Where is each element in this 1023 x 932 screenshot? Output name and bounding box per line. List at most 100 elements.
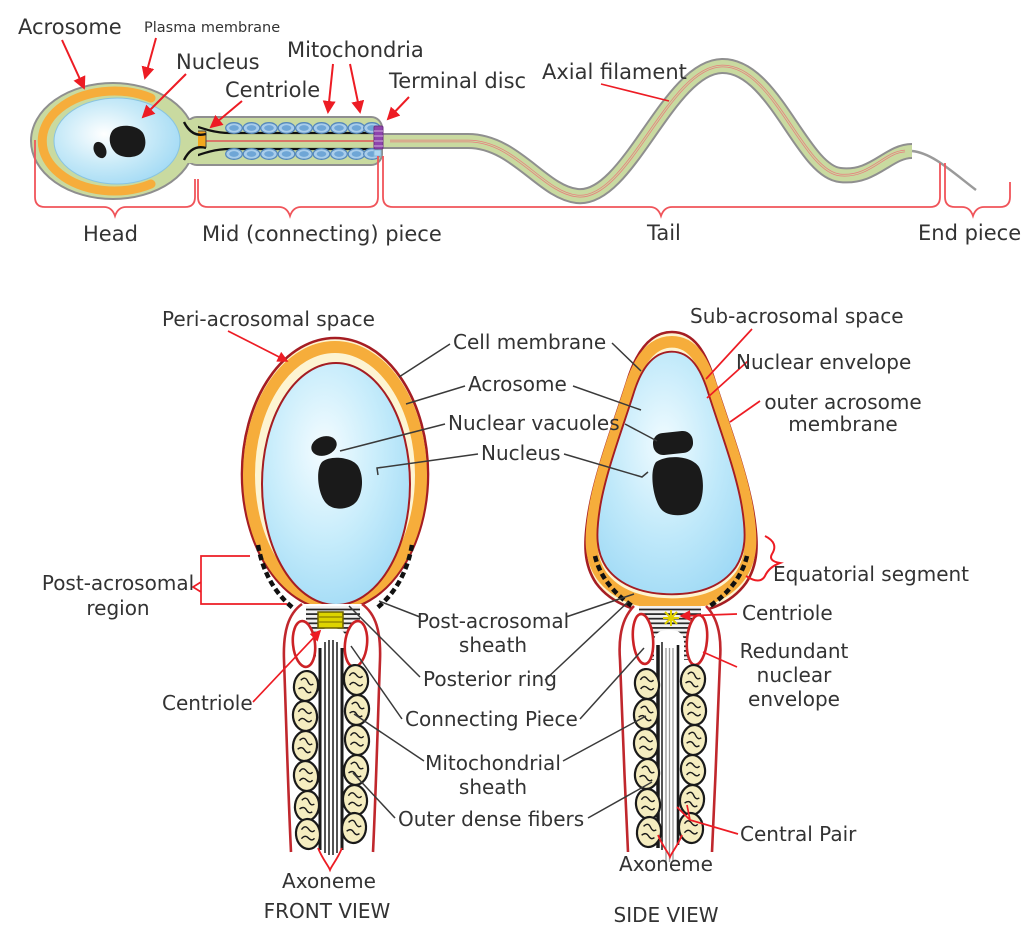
posterior-ring-line-side <box>544 601 629 681</box>
label-acrosome-shared: Acrosome <box>468 372 567 396</box>
side-post-acrosomal-sheath-right <box>708 555 750 608</box>
posterior-ring-line-front <box>348 605 421 678</box>
mitochondria-arrow-2 <box>349 63 365 114</box>
label-post-acrosomal-sheath-2: sheath <box>459 633 527 657</box>
label-axial-filament: Axial filament <box>542 60 687 84</box>
side-nucleus-blob <box>652 457 703 516</box>
acrosome-line-side <box>572 385 642 411</box>
side-axoneme-bracket <box>657 834 683 860</box>
side-neck-outline <box>618 605 722 853</box>
label-region-head: Head <box>83 222 138 246</box>
label-nuclear-envelope: Nuclear envelope <box>736 350 911 374</box>
front-axoneme-bracket <box>317 847 343 873</box>
acrosome-line-front <box>405 385 466 405</box>
front-axoneme-channel <box>316 628 346 858</box>
label-nuclear-vacuoles: Nuclear vacuoles <box>448 411 620 435</box>
connector-lines <box>339 342 658 819</box>
terminal-disc-arrow <box>386 96 410 121</box>
label-central-pair: Central Pair <box>740 822 857 846</box>
tail-bracket <box>382 156 941 219</box>
label-nucleus-shared: Nucleus <box>481 441 561 465</box>
mitochondrial-sheath-line-side <box>562 715 647 762</box>
side-view: Axoneme SIDE VIEW <box>584 330 758 927</box>
whole-sperm-diagram: Acrosome Plasma membrane Nucleus Centrio… <box>18 15 1021 246</box>
label-acrosome-top: Acrosome <box>18 15 122 39</box>
side-post-acrosomal-sheath-left <box>592 555 634 608</box>
red-pointer-lines <box>191 328 784 835</box>
plasma-membrane-arrow <box>141 37 157 80</box>
connecting-piece-line-front <box>350 645 403 720</box>
label-region-end-piece: End piece <box>918 221 1021 245</box>
post-acrosomal-sheath-line-side <box>565 593 635 618</box>
label-post-acrosomal-region-1: Post-acrosomal <box>42 571 194 595</box>
bottom-labels: Peri-acrosomal space Cell membrane Acros… <box>42 304 969 846</box>
nucleus-line-front <box>376 453 479 476</box>
cell-membrane-line-side <box>611 342 642 372</box>
outer-acrosome-membrane-line <box>729 400 761 423</box>
post-acrosomal-sheath-line-front <box>378 600 421 618</box>
nuclear-vacuoles-line-front <box>339 423 446 452</box>
front-nuclear-vacuole <box>311 436 337 456</box>
head-bracket <box>34 140 196 219</box>
label-cell-membrane: Cell membrane <box>453 330 606 354</box>
cell-membrane-line-front <box>398 343 451 378</box>
front-axoneme-fibers <box>318 640 344 855</box>
front-centriole <box>317 611 344 629</box>
front-view: Axoneme FRONT VIEW <box>240 336 430 923</box>
label-mitochondria: Mitochondria <box>287 38 424 62</box>
label-sub-acrosomal-space: Sub-acrosomal space <box>690 304 904 328</box>
nuclear-vacuoles-line-side <box>624 423 658 442</box>
label-mitochondrial-sheath-1: Mitochondrial <box>425 751 561 775</box>
mitochondrial-sheath-line-front <box>353 713 425 762</box>
equatorial-segment-pointer <box>745 535 784 582</box>
label-region-mid-piece: Mid (connecting) piece <box>202 222 442 246</box>
label-mitochondrial-sheath-2: sheath <box>459 775 527 799</box>
label-redundant-2: nuclear <box>757 663 832 687</box>
label-axoneme-side: Axoneme <box>619 852 713 876</box>
label-nucleus-top: Nucleus <box>176 50 260 74</box>
outer-dense-fibers-line-front <box>352 772 396 819</box>
label-outer-acrosome-membrane-2: membrane <box>788 412 897 436</box>
side-view-title: SIDE VIEW <box>614 903 719 927</box>
mitochondria-row-lower <box>225 148 381 160</box>
label-axoneme-front: Axoneme <box>282 869 376 893</box>
centriole-arrow <box>209 100 243 129</box>
end-piece-bracket <box>944 163 1011 219</box>
nucleus-line-side <box>563 453 649 478</box>
centriole-right-arrow <box>679 610 738 622</box>
label-region-tail: Tail <box>646 221 681 245</box>
mid-piece <box>179 116 384 166</box>
label-centriole-front: Centriole <box>162 691 253 715</box>
centriole-left-arrow <box>252 629 322 703</box>
region-brackets <box>34 140 1011 219</box>
end-piece-filament <box>911 149 977 191</box>
sub-acrosomal-space-line <box>705 328 753 380</box>
front-neck-outline <box>282 602 382 853</box>
front-nucleus-blob <box>318 457 363 509</box>
nucleus-body-blob <box>109 125 146 158</box>
sperm-head-top <box>30 82 207 200</box>
side-centriole <box>663 610 679 626</box>
outer-dense-fibers-line-side <box>587 781 653 819</box>
terminal-disc <box>373 125 384 157</box>
axial-filament-pointer <box>600 83 670 102</box>
peri-acrosomal-space-arrow <box>227 330 289 362</box>
redundant-nuclear-envelope-line <box>702 651 738 668</box>
label-centriole-side: Centriole <box>742 601 833 625</box>
top-pointer-arrows <box>61 37 670 129</box>
mitochondria-arrow-1 <box>322 63 336 114</box>
label-outer-acrosome-membrane-1: outer acrosome <box>764 390 921 414</box>
side-redundant-envelope-left <box>631 612 655 666</box>
label-centriole-top: Centriole <box>225 78 320 102</box>
mid-piece-bracket <box>197 156 379 219</box>
front-post-acrosomal-sheath-left <box>255 544 295 610</box>
label-post-acrosomal-sheath-1: Post-acrosomal <box>417 609 569 633</box>
acrosome-arrow <box>61 39 86 90</box>
label-posterior-ring: Posterior ring <box>423 667 557 691</box>
nucleus-arrow <box>141 73 187 119</box>
label-peri-acrosomal-space: Peri-acrosomal space <box>162 307 375 331</box>
label-redundant-1: Redundant <box>740 639 849 663</box>
central-pair-line <box>676 804 739 835</box>
